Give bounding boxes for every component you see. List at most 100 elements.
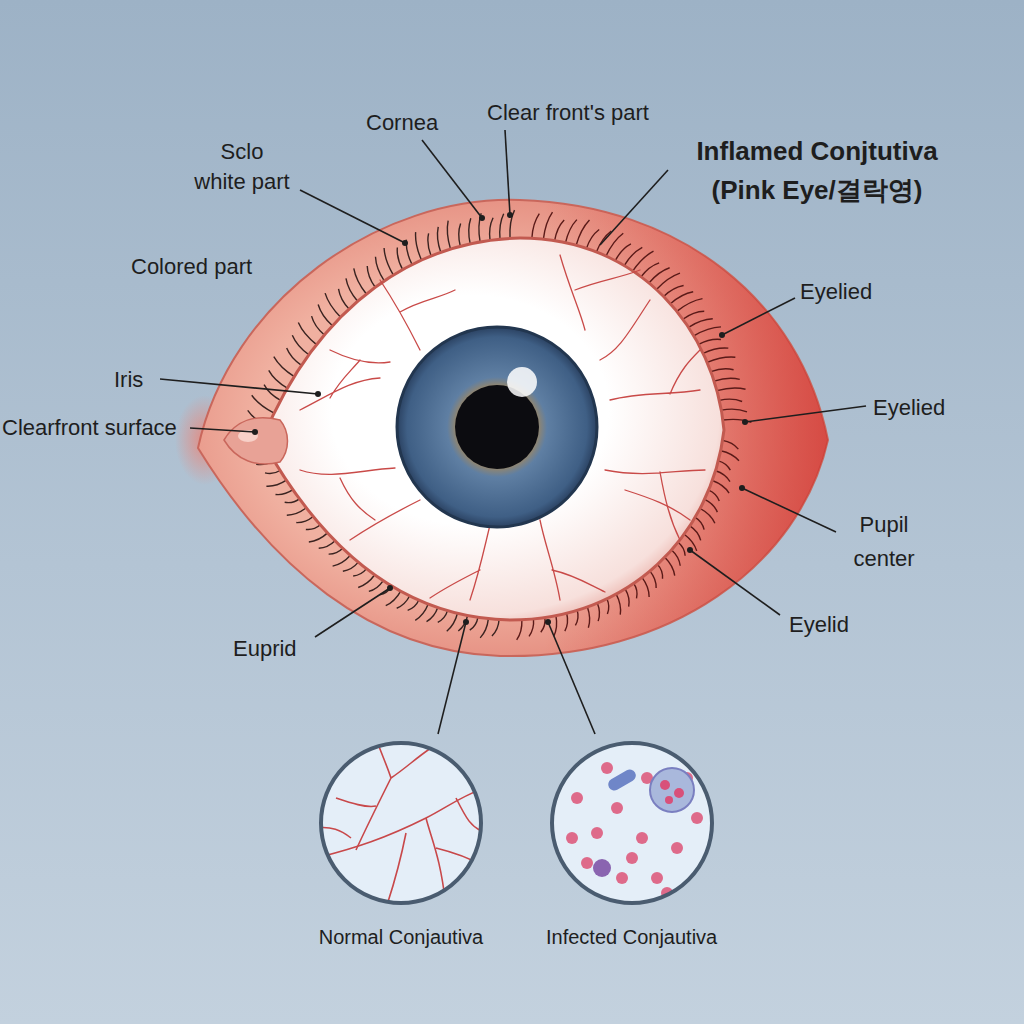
eyelash — [333, 555, 351, 566]
eyelash — [576, 220, 589, 245]
eyelash — [711, 369, 734, 372]
eyelash — [447, 221, 450, 250]
eyelash — [346, 278, 358, 301]
part-label: Colored part — [131, 252, 252, 282]
eyelash — [428, 233, 431, 256]
part-label: Euprid — [233, 634, 297, 664]
eyelash — [695, 517, 704, 529]
magnified-view: Infected Conjautiva — [541, 738, 722, 949]
eyelash — [490, 218, 494, 241]
eyelash — [721, 451, 739, 461]
eyelash — [459, 224, 461, 247]
eyelash — [586, 229, 599, 248]
eyelash — [707, 357, 735, 362]
eyelash — [529, 619, 534, 636]
eyelash — [723, 440, 739, 449]
eyelash — [672, 550, 681, 566]
eyelash — [607, 599, 609, 614]
part-label: Sclo white part — [193, 137, 291, 196]
eyelash — [416, 232, 422, 260]
part-label: Eyelied — [800, 277, 872, 307]
eyelash — [712, 481, 729, 493]
eyelash — [717, 388, 746, 391]
eyelash — [397, 247, 402, 269]
part-label: Eyelied — [873, 393, 945, 423]
eyelash — [343, 562, 359, 571]
eye-highlight — [507, 367, 537, 397]
eyelash — [683, 311, 704, 319]
eyelash — [565, 613, 568, 631]
eyelash — [625, 589, 629, 607]
view-caption: Normal Conjautiva — [311, 926, 491, 949]
part-label: Cornea — [366, 108, 438, 138]
infected-tissue-circle — [547, 738, 717, 908]
eyelash — [447, 613, 458, 631]
eyelash — [677, 299, 703, 312]
eyelash — [298, 323, 316, 345]
eyelash — [397, 596, 410, 608]
eyelash — [415, 604, 428, 620]
eyelash — [517, 620, 522, 640]
eyelash — [319, 541, 335, 549]
eyelash — [367, 266, 375, 287]
eyelash — [642, 577, 649, 597]
leader-lines — [160, 130, 866, 734]
eyelash — [275, 490, 292, 495]
eyelash — [312, 316, 325, 335]
eyelash — [386, 591, 401, 606]
eyelash — [718, 461, 730, 470]
eyelash — [714, 378, 740, 381]
eyelash — [555, 220, 565, 241]
eyelash — [438, 611, 448, 623]
eyelash — [543, 212, 552, 239]
sclera — [262, 238, 724, 620]
eyelash — [339, 289, 350, 309]
eyelash — [287, 508, 306, 516]
eyelash — [492, 620, 499, 637]
blood-vessels — [300, 255, 705, 600]
eyelash — [554, 616, 557, 637]
eyelash — [264, 385, 281, 401]
eyelash — [309, 533, 328, 542]
eyelash — [634, 583, 637, 598]
eyelash — [705, 499, 718, 512]
eyelash — [532, 214, 539, 239]
eyelid-outline — [198, 200, 828, 656]
eyelash — [252, 395, 274, 413]
eyelash — [566, 220, 577, 243]
eyelash — [709, 490, 720, 501]
normal-tissue-circle — [316, 738, 486, 908]
eyelash — [716, 471, 730, 482]
eyelash — [269, 370, 288, 388]
eyelid-redness — [198, 200, 828, 656]
condition-label: Inflamed Conjtutiva (Pink Eye/결락영) — [672, 132, 962, 210]
eyelash — [721, 409, 747, 412]
eyelash — [616, 594, 620, 614]
eyelash — [500, 214, 504, 239]
eyelash — [375, 257, 384, 281]
eyelash — [469, 218, 471, 244]
view-caption: Infected Conjautiva — [541, 926, 722, 949]
eyelash — [541, 618, 545, 633]
eyelash — [266, 480, 286, 486]
eyelash — [384, 248, 393, 275]
part-label: Pupil center — [838, 508, 930, 576]
eyelash — [719, 399, 742, 401]
eyelash — [670, 292, 693, 304]
eyelash — [285, 499, 300, 503]
eyelash — [358, 575, 375, 588]
eyelash — [480, 619, 488, 638]
eyelash — [664, 286, 684, 297]
eyelash — [353, 569, 366, 576]
eyelash — [650, 571, 656, 588]
eyelash — [700, 509, 715, 524]
eyelash — [287, 348, 302, 365]
eyelash — [292, 335, 309, 355]
eyelash — [597, 603, 599, 621]
magnified-view: Normal Conjautiva — [311, 738, 491, 949]
eyelash — [325, 293, 341, 317]
eyelash — [318, 304, 332, 325]
iris-disc — [397, 327, 597, 527]
part-label: Iris — [114, 365, 143, 395]
eyelash — [575, 610, 578, 625]
